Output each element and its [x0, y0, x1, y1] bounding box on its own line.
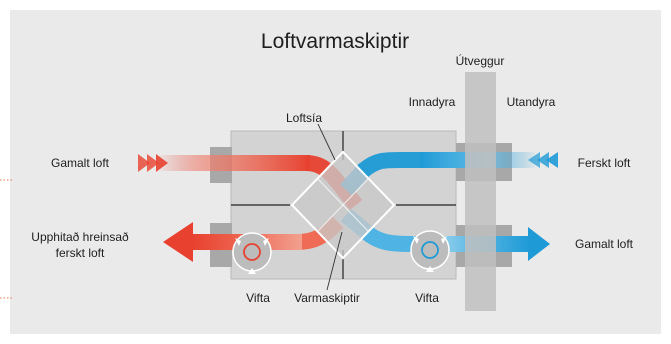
- outer-wall-label: Útveggur: [456, 53, 505, 68]
- diagram-title: Loftvarmaskiptir: [261, 30, 409, 53]
- indoors-label: Innadyra: [409, 95, 456, 109]
- stale-air-out-label: Gamalt loft: [575, 237, 634, 251]
- supply-air-label-line1: Upphitað hreinsað: [31, 230, 129, 244]
- chevron-left-icon: [528, 152, 540, 168]
- supply-air-label-line2: ferskt loft: [56, 246, 105, 260]
- heat-exchanger-core-icon: [290, 150, 396, 260]
- chevron-left-icon: [546, 152, 558, 168]
- fresh-air-in-label: Ferskt loft: [578, 156, 631, 170]
- filter-label: Loftsía: [286, 111, 322, 125]
- fan-icon: [232, 232, 272, 274]
- arrow-left-icon: [163, 222, 193, 262]
- leader-filter: [317, 123, 336, 161]
- leader-heat-exchanger: [326, 231, 343, 291]
- stale-air-in-flow: [160, 155, 310, 171]
- heat-exchanger-label: Varmaskiptir: [294, 291, 360, 305]
- chevron-right-icon: [138, 154, 150, 172]
- arrow-right-icon: [528, 227, 550, 261]
- stale-air-out-bend: [340, 208, 430, 252]
- outdoors-label: Utandyra: [507, 95, 556, 109]
- chevron-left-icon: [537, 152, 549, 168]
- stale-air-in-label: Gamalt loft: [51, 156, 110, 170]
- outer-wall: [465, 72, 496, 311]
- fan-right-label: Vifta: [415, 291, 439, 305]
- fan-left-label: Vifta: [246, 291, 270, 305]
- chevron-right-icon: [147, 154, 159, 172]
- fresh-air-in-bend: [340, 152, 470, 196]
- fan-icon: [410, 230, 450, 272]
